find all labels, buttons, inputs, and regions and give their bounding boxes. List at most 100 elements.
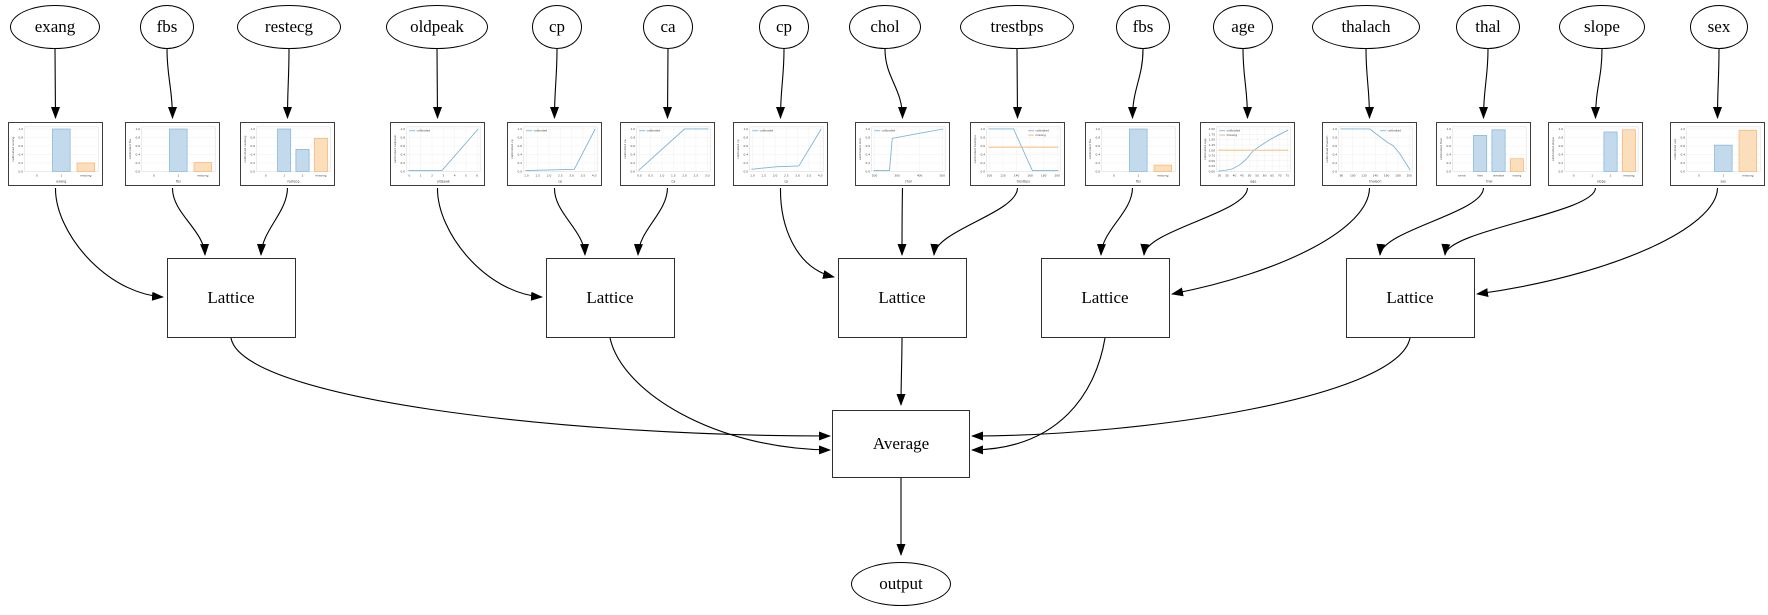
x-tick-label: 2.0 (773, 173, 778, 177)
edge (283, 48, 293, 119)
x-axis-label: fbs (176, 180, 181, 184)
x-tick-label: 160 (1384, 173, 1390, 177)
y-tick-label: 0.0 (1332, 170, 1337, 174)
y-tick-label: 1.0 (1680, 127, 1685, 131)
edge (779, 187, 835, 279)
lattice-node-label: Lattice (878, 288, 926, 307)
y-tick-label: 0.4 (1095, 153, 1100, 157)
y-tick-label: 1.0 (18, 127, 23, 131)
y-tick-label: 1.0 (250, 127, 255, 131)
legend-label: calibrated (534, 129, 548, 133)
legend-label: calibrated (417, 129, 431, 133)
input-node-label: cp (775, 17, 793, 36)
edge (1140, 187, 1249, 256)
y-tick-label: 1.25 (1209, 143, 1216, 147)
edge (256, 187, 289, 256)
lattice-node-label: Lattice (1081, 288, 1129, 307)
y-tick-label: 0.0 (1558, 170, 1563, 174)
x-tick-label: 3.0 (569, 173, 574, 177)
x-tick-label: 2 (1610, 173, 1612, 177)
y-tick-label: 0.2 (980, 161, 985, 165)
input-node-label: exang (34, 17, 76, 36)
y-tick-label: 1.0 (1332, 127, 1337, 131)
y-tick-label: 0.8 (18, 136, 23, 140)
y-tick-label: 0.6 (18, 144, 23, 148)
y-tick-label: 0.8 (517, 136, 522, 140)
x-tick-label: 3.5 (581, 173, 586, 177)
legend-label: calibrated (1035, 129, 1049, 133)
y-tick-label: 0.6 (743, 144, 748, 148)
x-tick-label: 1 (177, 173, 179, 177)
x-tick-label: 35 (1225, 173, 1229, 177)
y-tick-label: 0.4 (135, 153, 140, 157)
input-node-thal: thal (1456, 5, 1520, 49)
y-tick-label: 0.2 (743, 161, 748, 165)
x-tick-label: 1 (1137, 173, 1139, 177)
y-tick-label: 0.6 (135, 144, 140, 148)
x-tick-label: fixed (1477, 174, 1483, 177)
y-tick-label: 0.4 (18, 153, 23, 157)
y-axis-label: calibrated fbs (128, 138, 132, 159)
y-tick-label: 0.4 (1332, 153, 1337, 157)
y-tick-label: 1.00 (1209, 148, 1216, 152)
input-node-chol: chol (849, 5, 921, 49)
x-tick-label: 0.5 (648, 173, 653, 177)
x-tick-label: 0 (1573, 173, 1575, 177)
x-tick-label: 2.0 (682, 173, 687, 177)
x-tick-label: 2 (302, 173, 304, 177)
x-tick-label: missing (1513, 174, 1522, 177)
x-tick-label: 0 (153, 173, 155, 177)
x-tick-label: 100 (1350, 173, 1356, 177)
y-tick-label: 0.4 (250, 153, 255, 157)
x-axis-label: cp (784, 180, 788, 184)
x-tick-label: 65 (1270, 173, 1274, 177)
edge (550, 48, 560, 119)
y-tick-label: 0.8 (980, 136, 985, 140)
x-tick-label: 500 (939, 173, 945, 177)
edge (633, 187, 669, 256)
x-axis-label: restecg (287, 180, 299, 184)
y-tick-label: 0.00 (1209, 170, 1216, 174)
y-tick-label: 0.6 (630, 144, 635, 148)
y-tick-label: 0.0 (980, 170, 985, 174)
x-tick-label: 1.0 (750, 173, 755, 177)
x-tick-label: 400 (917, 173, 923, 177)
legend-label: calibrated (760, 129, 774, 133)
edge (171, 187, 210, 256)
x-tick-label: 1 (60, 173, 62, 177)
x-tick-label: reversible (1493, 174, 1505, 177)
x-tick-label: 60 (1263, 173, 1267, 177)
y-axis-label: calibrated oldpeak (393, 135, 397, 163)
input-node-label: thalach (1341, 17, 1391, 36)
x-tick-label: 80 (1340, 173, 1344, 177)
edge (971, 337, 1106, 455)
legend-label: calibrated (882, 129, 896, 133)
input-node-label: sex (1707, 17, 1731, 36)
x-tick-label: 50 (1248, 173, 1252, 177)
x-tick-label: 180 (1041, 173, 1047, 177)
edge (1376, 187, 1485, 256)
input-node-thalach: thalach (1312, 5, 1420, 49)
input-node-label: trestbps (990, 17, 1044, 36)
legend-label: calibrated (1227, 129, 1241, 133)
x-axis-label: age (1250, 180, 1256, 184)
x-tick-label: 1 (1591, 173, 1593, 177)
y-tick-label: 0.8 (250, 136, 255, 140)
x-tick-label: 1.0 (660, 173, 665, 177)
x-tick-label: 75 (1285, 173, 1289, 177)
y-axis-label: calibrated age (1203, 138, 1207, 160)
input-node-oldpeak: oldpeak (386, 5, 488, 49)
x-tick-label: 2.5 (558, 173, 563, 177)
y-tick-label: 0.2 (1095, 161, 1100, 165)
edge (930, 187, 1019, 256)
y-tick-label: 0.2 (517, 161, 522, 165)
y-tick-label: 0.50 (1209, 159, 1216, 163)
y-axis-label: calibrated restecg (243, 135, 247, 162)
x-tick-label: 1 (1722, 173, 1724, 177)
legend-label: calibrated (1387, 129, 1401, 133)
x-tick-label: 2 (431, 173, 433, 177)
